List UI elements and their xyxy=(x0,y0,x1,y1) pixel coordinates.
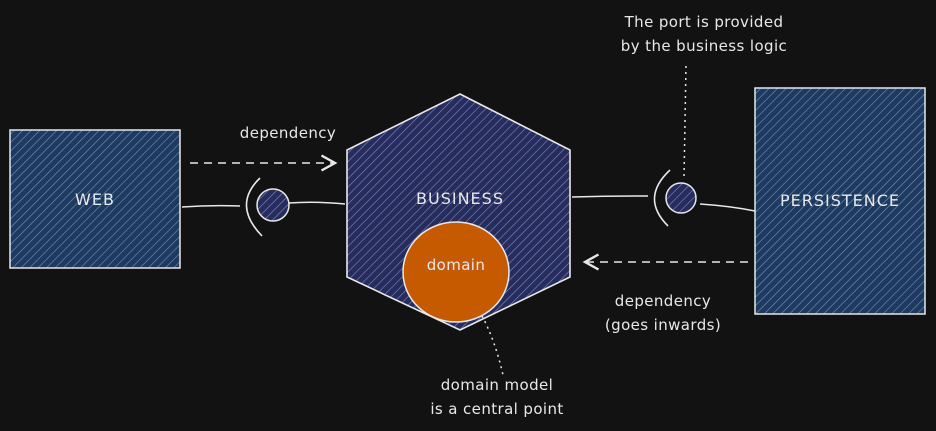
persistence-port-line xyxy=(571,195,649,198)
dependency-top-label: dependency xyxy=(240,124,336,142)
web-socket-arc xyxy=(245,177,263,237)
domain-circle: domain xyxy=(402,221,510,323)
domain-annotation-leader xyxy=(481,315,504,376)
persistence-connector-line xyxy=(699,203,756,212)
dependency-bottom-label-1: dependency xyxy=(615,292,711,310)
web-port-circle xyxy=(256,188,290,222)
dependency-bottom-label-2: (goes inwards) xyxy=(605,316,721,334)
port-annotation-leader xyxy=(683,65,687,179)
web-port-line xyxy=(288,201,346,205)
business-label: BUSINESS xyxy=(416,189,504,208)
persistence-box: PERSISTENCE xyxy=(754,87,926,315)
domain-model-label-2: is a central point xyxy=(430,400,563,418)
port-label-1: The port is provided xyxy=(624,13,784,31)
domain-model-label-1: domain model xyxy=(441,376,553,394)
persistence-socket-arc xyxy=(653,169,671,227)
web-connector-line xyxy=(181,204,241,208)
persistence-port-circle xyxy=(665,182,697,214)
domain-label: domain xyxy=(427,256,486,274)
web-label: WEB xyxy=(75,190,115,209)
web-box: WEB xyxy=(9,129,181,269)
port-label-2: by the business logic xyxy=(621,37,787,55)
persistence-label: PERSISTENCE xyxy=(780,191,900,210)
